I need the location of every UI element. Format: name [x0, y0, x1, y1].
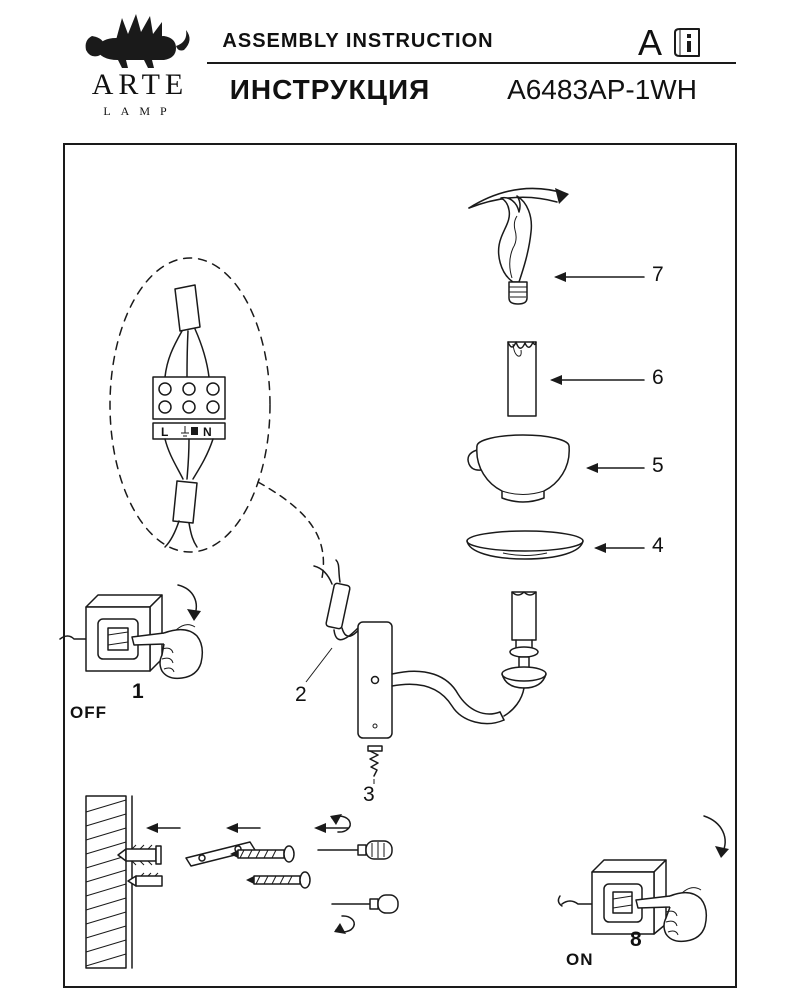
candle-sleeve-diagram	[500, 330, 545, 422]
rotate-arrow-icon	[330, 814, 351, 833]
callout-5: 5	[652, 454, 664, 477]
detail-leader-line	[252, 468, 344, 583]
rotate-arrow-icon	[334, 915, 355, 934]
wall-bracket-diagram	[298, 558, 563, 793]
ground-symbol-icon	[181, 426, 198, 437]
model-number: A6483AP-1WH	[507, 74, 697, 105]
title-russian: ИНСТРУКЦИЯ	[229, 74, 431, 105]
hand-pointer-icon	[635, 887, 708, 943]
callout-8: 8	[630, 928, 642, 951]
switch-off-label: OFF	[70, 703, 107, 722]
brand-name: ARTE	[91, 68, 189, 101]
brand-subname: LAMP	[103, 104, 177, 118]
saucer-diagram	[458, 528, 592, 566]
rotate-arrow-icon	[703, 815, 729, 858]
callout-leader-lines	[540, 262, 652, 562]
callout-1: 1	[132, 680, 144, 703]
cup-shade-diagram	[462, 428, 584, 524]
terminal-neutral-label: N	[203, 425, 212, 439]
callout-2: 2	[295, 683, 307, 706]
screw-icon	[230, 845, 295, 863]
switch-on-diagram	[556, 808, 740, 968]
title-english: ASSEMBLY INSTRUCTION	[222, 30, 494, 52]
callout-6: 6	[652, 366, 664, 389]
screwdriver-icon	[317, 840, 393, 860]
candle-socket	[501, 591, 547, 717]
rotate-arrow-icon	[177, 584, 201, 621]
screwdriver-icon	[331, 894, 399, 914]
header-divider	[207, 62, 736, 64]
flame-bulb-diagram	[455, 176, 590, 328]
hand-pointer-icon	[131, 624, 204, 680]
screw-icon	[246, 871, 311, 889]
wiring-detail-diagram: L N	[103, 255, 278, 560]
wire-connector	[313, 559, 363, 641]
winged-lion-icon	[82, 10, 197, 70]
callout-3: 3	[363, 783, 375, 806]
callout-4: 4	[652, 534, 664, 557]
callout-7: 7	[652, 263, 664, 286]
mounting-hardware-diagram	[80, 792, 400, 974]
twist-arrow-icon	[468, 187, 569, 209]
diagram-frame	[63, 143, 737, 988]
page-letter: A	[638, 22, 663, 63]
wall-anchor-icon	[127, 872, 163, 887]
fixing-screw	[367, 745, 383, 777]
terminal-live-label: L	[161, 425, 168, 439]
switch-on-label: ON	[566, 950, 594, 969]
wall-anchor-icon	[117, 844, 162, 866]
instruction-booklet-icon	[672, 26, 702, 60]
switch-off-diagram	[58, 575, 218, 705]
